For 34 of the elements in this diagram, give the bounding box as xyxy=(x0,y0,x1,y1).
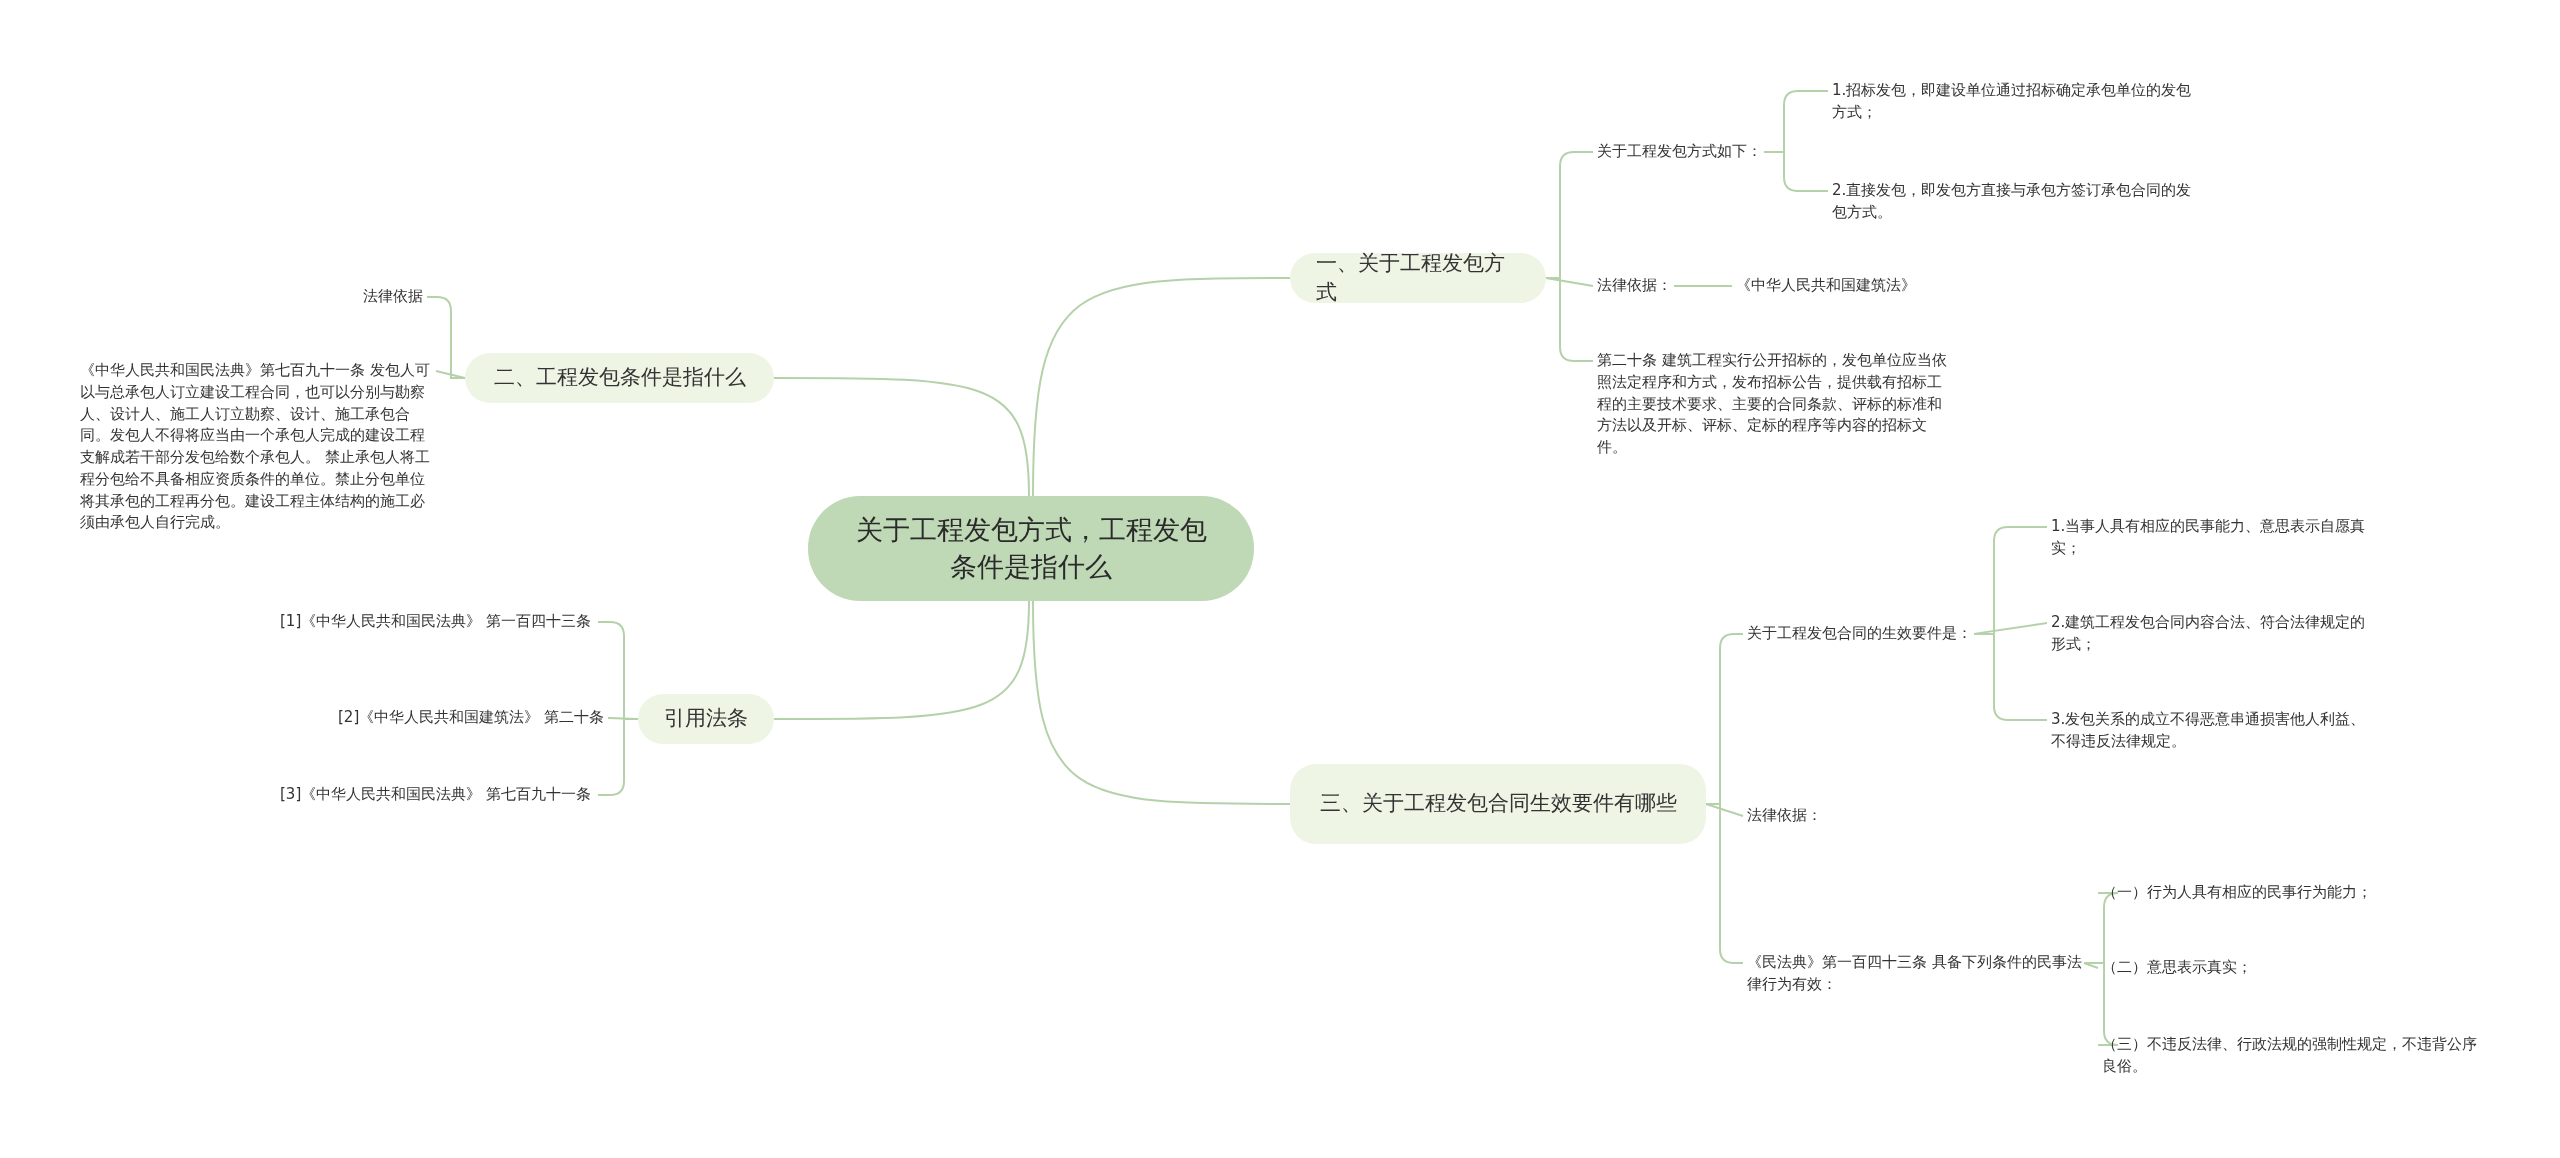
connector-line xyxy=(773,377,1030,497)
subtopic-text: （二）意思表示真实； xyxy=(2102,957,2254,979)
subtopic-text: 2.直接发包，即发包方直接与承包方签订承包合同的发包方式。 xyxy=(1832,180,2194,224)
subtopic-text: [2]《中华人民共和国建筑法》 第二十条 xyxy=(335,707,604,729)
subtopic-text: 第二十条 建筑工程实行公开招标的，发包单位应当依照法定程序和方式，发布招标公告，提供载有招标工程的主要技术要求、主要的合同条款、评标的标准和方法以及开标、评标、定标的程序等内容的招标文件。 xyxy=(1597,350,1949,459)
subtopic-text: 3.发包关系的成立不得恶意串通损害他人利益、不得违反法律规定。 xyxy=(2051,709,2368,753)
connector-line xyxy=(1973,622,2048,635)
subtopic-text: （三）不违反法律、行政法规的强制性规定，不违背公序良俗。 xyxy=(2102,1034,2479,1078)
subtopic-text: 1.招标发包，即建设单位通过招标确定承包单位的发包方式； xyxy=(1832,80,2194,124)
subtopic-text: 法律依据： xyxy=(1747,805,1824,827)
connector-line xyxy=(773,600,1030,720)
subtopic-text: （一）行为人具有相应的民事行为能力； xyxy=(2102,882,2374,904)
subtopic-text: 法律依据 xyxy=(361,286,423,308)
subtopic-text: 《民法典》第一百四十三条 具备下列条件的民事法律行为有效： xyxy=(1747,952,2084,996)
subtopic-text: 《中华人民共和国民法典》第七百九十一条 发包人可以与总承包人订立建设工程合同，也可以分别与勘察人、设计人、施工人订立勘察、设计、施工承包合同。发包人不得将应当由一个承包人完成的建设工程支解成若干部分发包给数个承包人。 禁止承包人将工程分包给不具备相应资质条件的单位。禁止分包单位将其承包的工程再分包。建设工程主体结构的施工必须由承包人自行完成。 xyxy=(80,360,432,534)
subtopic-text: 《中华人民共和国建筑法》 xyxy=(1736,275,1918,297)
subtopic-text: 关于工程发包合同的生效要件是： xyxy=(1747,623,1974,645)
connector-line xyxy=(1705,803,1744,817)
subtopic-text: 2.建筑工程发包合同内容合法、符合法律规定的形式； xyxy=(2051,612,2368,656)
branch-topic: 一、关于工程发包方式 xyxy=(1290,253,1546,303)
subtopic-text: 关于工程发包方式如下： xyxy=(1597,141,1764,163)
connector-line xyxy=(1032,600,1291,805)
branch-topic: 二、工程发包条件是指什么 xyxy=(465,353,774,403)
connector-line xyxy=(1032,277,1291,497)
central-topic: 关于工程发包方式，工程发包条件是指什么 xyxy=(808,496,1254,601)
subtopic-text: 1.当事人具有相应的民事能力、意思表示自愿真实； xyxy=(2051,516,2368,560)
connector-line xyxy=(2083,962,2099,969)
subtopic-text: 法律依据： xyxy=(1597,275,1674,297)
connector-line xyxy=(1673,284,1733,287)
connector-line xyxy=(435,370,466,379)
subtopic-text: [1]《中华人民共和国民法典》 第一百四十三条 xyxy=(280,611,594,633)
branch-topic: 引用法条 xyxy=(638,694,774,744)
subtopic-text: [3]《中华人民共和国民法典》 第七百九十一条 xyxy=(280,784,594,806)
branch-topic: 三、关于工程发包合同生效要件有哪些 xyxy=(1290,764,1706,844)
